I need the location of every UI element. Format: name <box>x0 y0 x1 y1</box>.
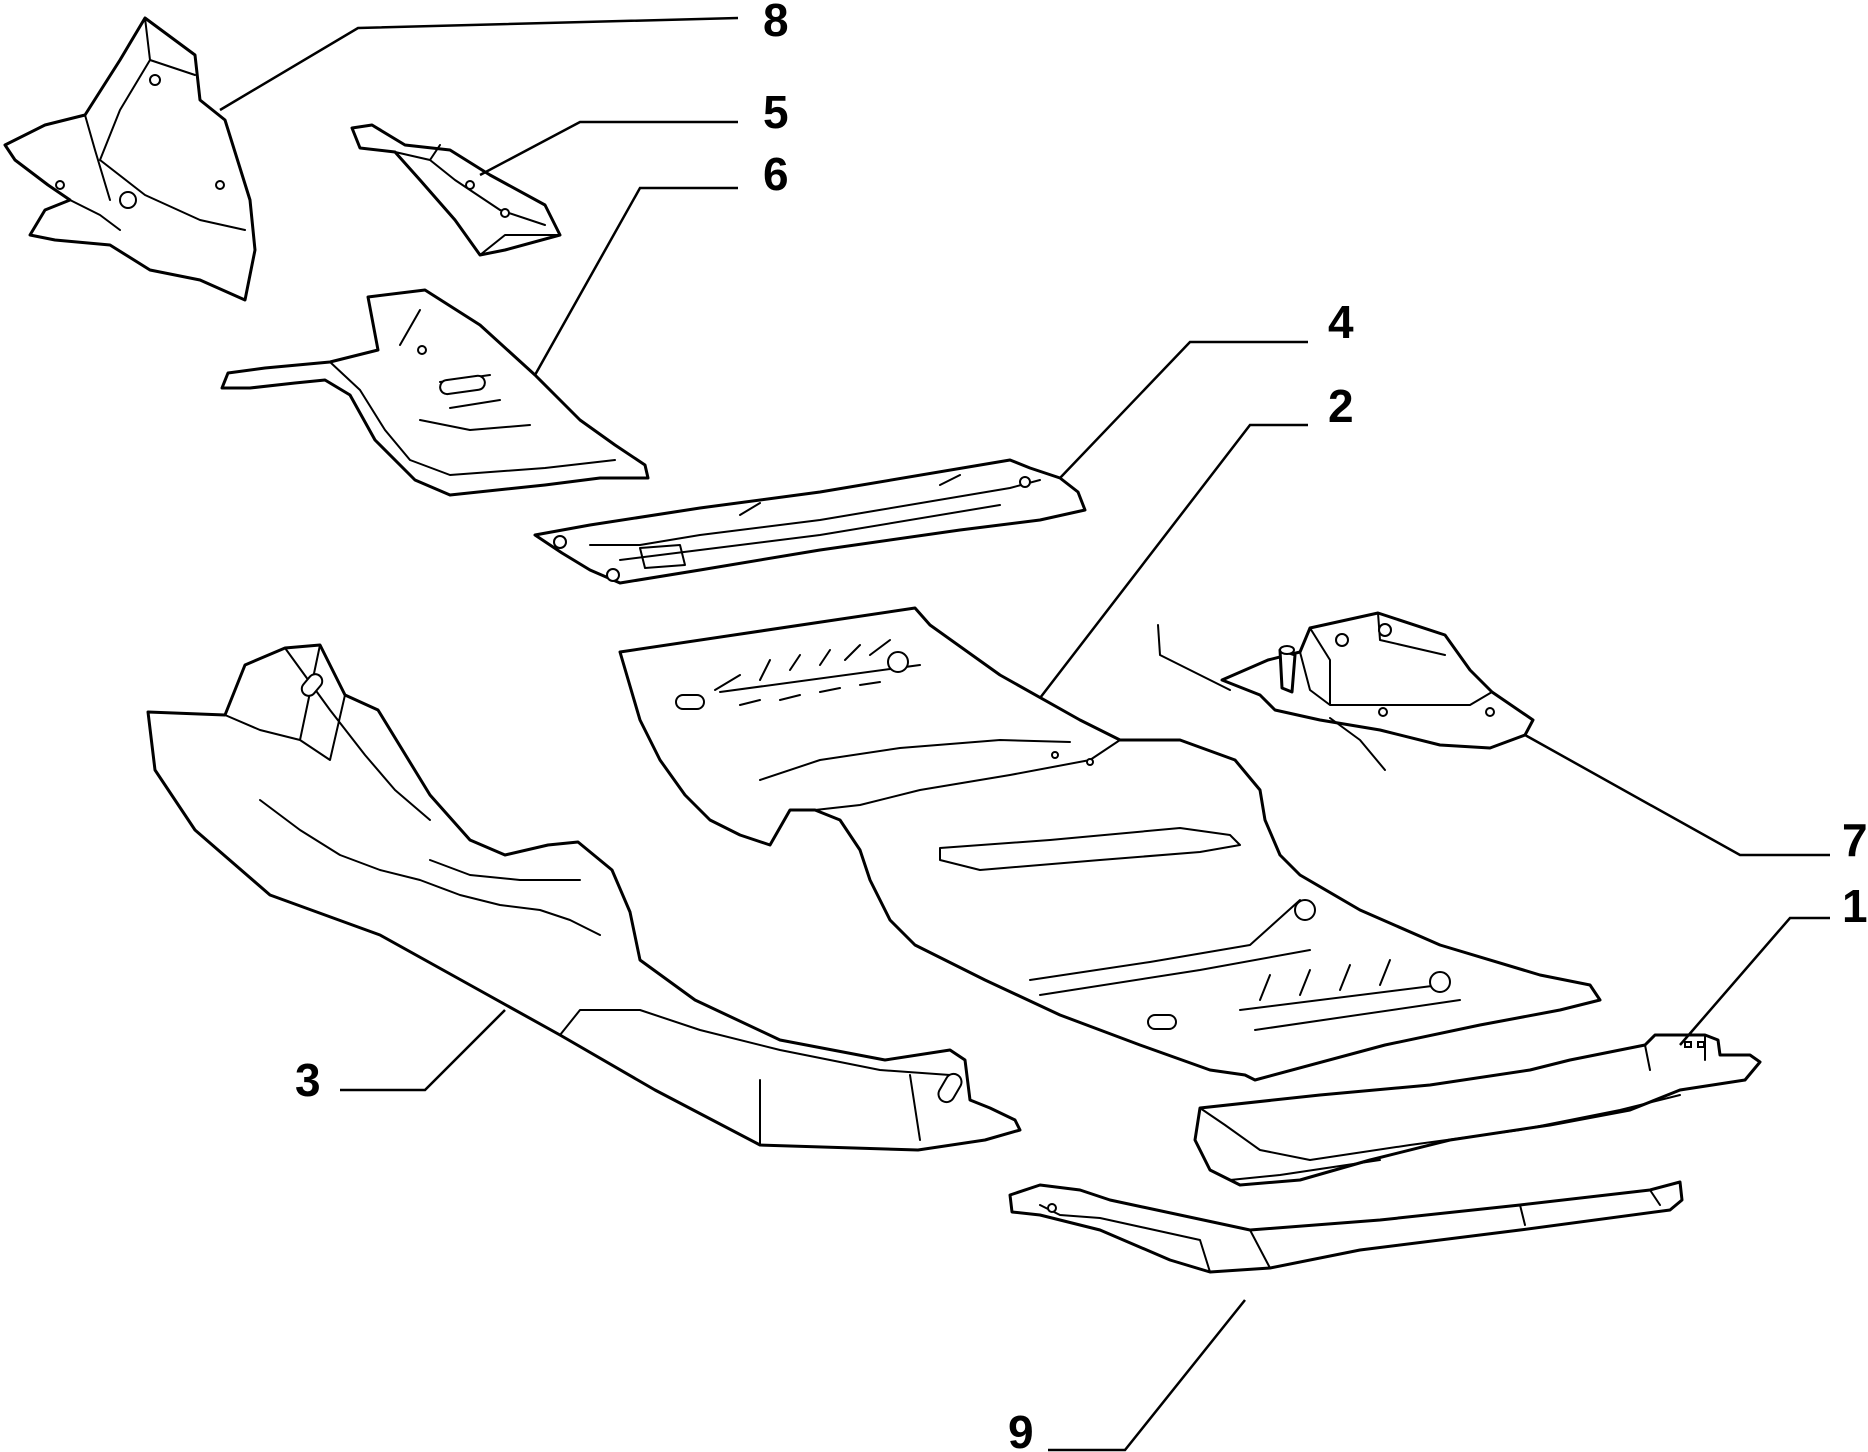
leader-8 <box>219 16 739 112</box>
callout-numbers: 8 5 6 4 2 7 1 3 9 <box>295 0 1868 1452</box>
leader-4 <box>1059 340 1308 479</box>
part-6-cross-member[interactable] <box>220 288 650 497</box>
callout-5: 5 <box>763 86 789 138</box>
leader-5 <box>479 120 738 177</box>
part-7-rear-bracket[interactable] <box>1157 611 1535 771</box>
callout-8: 8 <box>763 0 789 46</box>
callout-7: 7 <box>1842 814 1868 866</box>
callout-6: 6 <box>763 148 789 200</box>
leader-9 <box>1048 1299 1246 1452</box>
callout-2: 2 <box>1328 380 1354 432</box>
part-5-bracket[interactable] <box>350 123 562 257</box>
part-3-tunnel[interactable] <box>146 643 1022 1152</box>
callout-4: 4 <box>1328 296 1354 348</box>
leader-6 <box>533 186 738 376</box>
leader-2 <box>1039 423 1308 699</box>
callout-9: 9 <box>1008 1406 1034 1452</box>
part-4-cross-panel[interactable] <box>533 458 1087 585</box>
part-8-bracket[interactable] <box>3 16 257 302</box>
leader-3 <box>340 1009 506 1092</box>
callout-3: 3 <box>295 1054 321 1106</box>
leader-lines <box>219 16 1830 1452</box>
leader-7 <box>1524 733 1830 857</box>
part-2-floor-pan[interactable] <box>618 606 1602 1082</box>
part-1-side-sill[interactable] <box>1193 1033 1762 1187</box>
part-9-sill-reinforcement[interactable] <box>1008 1180 1684 1274</box>
leader-1 <box>1679 916 1830 1046</box>
callout-1: 1 <box>1842 880 1868 932</box>
